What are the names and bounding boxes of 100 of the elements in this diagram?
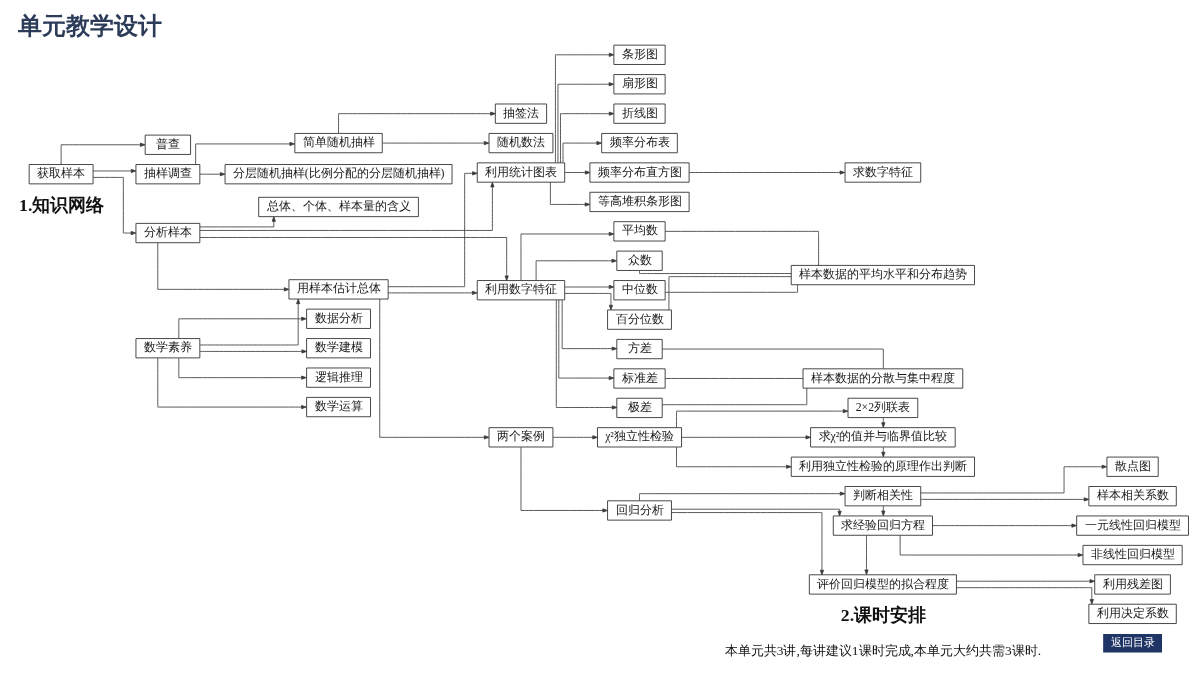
arrow xyxy=(199,349,307,354)
node-box: 极差 xyxy=(616,397,663,419)
arrow xyxy=(379,298,490,440)
node-box: 求χ²的值并与临界值比较 xyxy=(810,427,956,448)
node-box: 数学素养 xyxy=(135,338,201,359)
node-box: 评价回归模型的拟合程度 xyxy=(808,574,957,595)
arrow xyxy=(932,523,1077,528)
arrow xyxy=(564,284,615,290)
label: 本单元共3讲,每讲建议1课时完成,本单元大约共需3课时. xyxy=(724,642,1042,658)
arrow xyxy=(555,52,615,163)
node-box: 一元线性回归模型 xyxy=(1076,515,1189,536)
arrow xyxy=(520,446,608,513)
arrow xyxy=(864,534,869,575)
arrow xyxy=(560,111,615,164)
node-box: 折线图 xyxy=(613,103,666,124)
arrow xyxy=(688,170,846,175)
node-box: 利用残差图 xyxy=(1094,574,1171,595)
node-box: 非线性回归模型 xyxy=(1082,544,1183,566)
arrow xyxy=(199,216,276,228)
arrow xyxy=(671,512,824,576)
arrow xyxy=(555,299,618,410)
node-box: 标准差 xyxy=(613,368,666,389)
node-box: 简单随机抽样 xyxy=(294,132,383,154)
arrow xyxy=(564,293,613,311)
arrow xyxy=(338,111,496,134)
node-box: 频率分布直方图 xyxy=(589,162,690,183)
arrow xyxy=(676,446,792,469)
node-box: 回归分析 xyxy=(607,500,672,521)
arrow xyxy=(199,237,509,281)
connector xyxy=(664,230,819,266)
node-box: 随机数法 xyxy=(488,132,554,154)
node-box: 总体、个体、样本量的含义 xyxy=(258,196,419,218)
node-box: 获取样本 xyxy=(28,164,94,185)
node-box: 分析样本 xyxy=(135,222,201,244)
diagram-title: 单元教学设计 xyxy=(18,12,163,39)
arrow xyxy=(535,258,617,281)
node-box: 众数 xyxy=(616,250,663,271)
connector xyxy=(661,348,884,369)
node-box: 用样本估计总体 xyxy=(288,279,389,300)
node-box: 抽样调查 xyxy=(135,164,201,185)
arrow xyxy=(178,357,307,380)
node-box: 利用独立性检验的原理作出判断 xyxy=(790,456,975,477)
arrow xyxy=(557,82,615,164)
node-box: 样本相关系数 xyxy=(1088,486,1177,507)
arrow xyxy=(899,535,1084,558)
arrow xyxy=(920,464,1108,494)
arrow xyxy=(561,299,618,351)
node-box: 利用数字特征 xyxy=(476,280,566,301)
arrow xyxy=(881,417,886,428)
node-box: 利用统计图表 xyxy=(476,162,566,183)
arrow xyxy=(387,171,478,288)
node-box: 判断相关性 xyxy=(844,486,922,507)
node-box: 频率分布表 xyxy=(601,132,678,154)
connector xyxy=(639,270,792,274)
node-box: 等高堆积条形图 xyxy=(589,191,690,213)
node-box: 数学运算 xyxy=(306,396,371,418)
arrow xyxy=(671,508,842,517)
arrow xyxy=(199,298,301,346)
node-box: 数据分析 xyxy=(306,308,371,329)
node-box: 平均数 xyxy=(613,221,666,242)
node-box: 分层随机抽样(比例分配的分层随机抽样) xyxy=(224,164,453,185)
node-box: 样本数据的分散与集中程度 xyxy=(802,368,964,389)
node-box: 中位数 xyxy=(613,280,666,301)
arrow xyxy=(195,141,295,165)
node-box: 样本数据的平均水平和分布趋势 xyxy=(790,264,975,286)
connector xyxy=(664,284,798,293)
arrow xyxy=(199,181,495,231)
connector xyxy=(668,276,792,311)
arrow xyxy=(681,435,811,440)
arrow xyxy=(60,142,146,165)
node-box: 2×2列联表 xyxy=(847,397,919,419)
arrow xyxy=(520,231,615,281)
arrow xyxy=(564,170,591,175)
node-box: 百分位数 xyxy=(607,309,672,330)
node-box: χ²独立性检验 xyxy=(597,427,682,448)
arrow xyxy=(881,446,886,458)
connector xyxy=(662,387,808,406)
arrow xyxy=(639,491,846,501)
label: 返回目录 xyxy=(1110,636,1155,649)
node-box: 方差 xyxy=(616,338,663,360)
node-box: 利用决定系数 xyxy=(1088,603,1177,624)
arrow xyxy=(157,357,307,410)
arrow xyxy=(558,299,615,381)
arrow xyxy=(956,579,1095,584)
arrow xyxy=(881,505,886,517)
node-box: 两个案例 xyxy=(488,427,554,448)
node-box: 条形图 xyxy=(613,44,666,65)
arrow xyxy=(552,435,598,440)
arrow xyxy=(562,141,602,163)
node-box: 普查 xyxy=(144,134,192,155)
arrow xyxy=(157,242,290,292)
arrow xyxy=(382,141,490,146)
node-box: 求经验回归方程 xyxy=(832,515,933,536)
node-box: 扇形图 xyxy=(613,74,666,95)
node-box: 数学建模 xyxy=(306,338,371,359)
node-box: 求数字特征 xyxy=(844,162,922,183)
arrow xyxy=(920,497,1090,502)
node-box: 逻辑推理 xyxy=(306,367,371,388)
arrow xyxy=(199,172,226,177)
label: 1.知识网络 xyxy=(19,194,105,215)
